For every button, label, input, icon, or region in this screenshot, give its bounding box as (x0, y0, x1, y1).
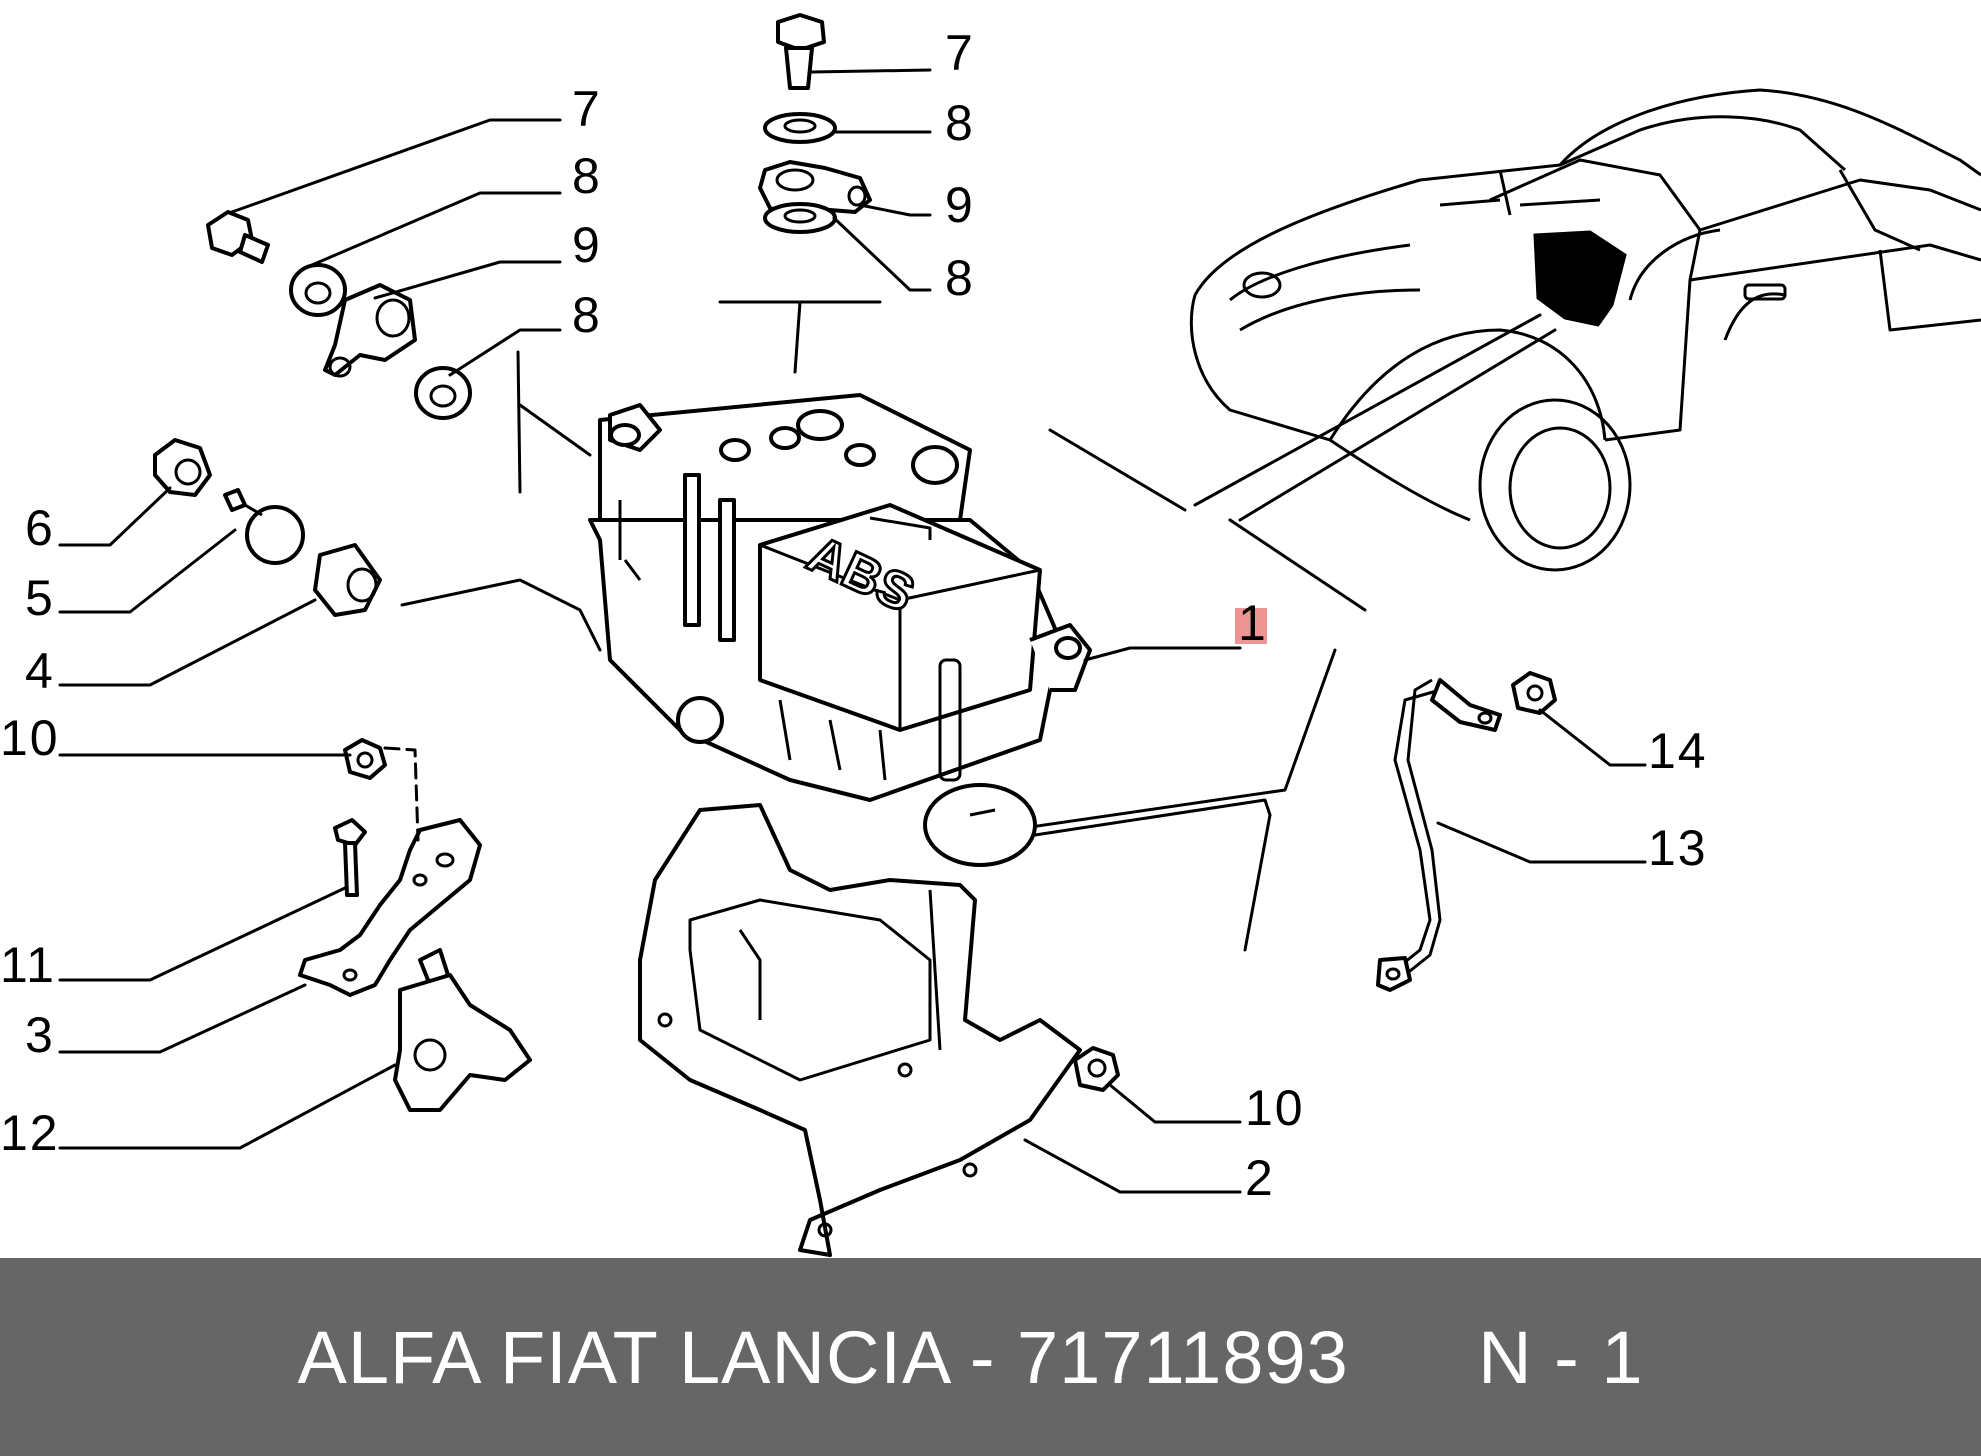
bolt-7-top (776, 13, 826, 90)
callout-5: 5 (25, 570, 55, 626)
nut-6 (153, 438, 212, 497)
callout-8-top: 8 (945, 95, 975, 151)
callout-10-left: 10 (0, 710, 60, 766)
nut-10-left (343, 738, 387, 780)
mounting-bracket (638, 803, 1082, 1257)
nut-10-right (1073, 1046, 1120, 1092)
callout-1: 1 (1238, 595, 1268, 651)
caption-part-number: 71711893 (1017, 1315, 1349, 1399)
guide-lines (516, 300, 1367, 952)
screw-11 (333, 818, 367, 897)
callout-9-top: 9 (945, 177, 975, 233)
parts-diagram: ABS (0, 13, 1981, 1257)
washer-8-lower-left (414, 366, 472, 420)
callout-8-lower-left: 8 (572, 287, 602, 343)
callout-3: 3 (25, 1007, 55, 1063)
part-1-highlight (1235, 608, 1267, 644)
washer-8-top-lower (763, 202, 837, 234)
nut-14 (1511, 671, 1557, 715)
grommet-4 (313, 543, 382, 617)
callout-13: 13 (1648, 820, 1708, 876)
caption-text: ALFA FIAT LANCIA - 71711893 N - 1 (298, 1315, 1644, 1400)
callout-8-upper-left: 8 (572, 148, 602, 204)
clip-3 (298, 818, 482, 997)
sensor-12 (393, 948, 532, 1112)
leader-lines (58, 68, 1647, 1194)
plug-5 (223, 488, 305, 565)
callout-9-left: 9 (572, 217, 602, 273)
caption-brand: ALFA FIAT LANCIA (297, 1315, 949, 1399)
car-illustration (1189, 88, 1981, 572)
callout-12: 12 (0, 1105, 60, 1161)
caption-page: N - 1 (1478, 1315, 1644, 1399)
banjo-9-left (323, 283, 417, 378)
callout-7-left: 7 (572, 81, 602, 137)
callout-2: 2 (1245, 1150, 1275, 1206)
callout-14: 14 (1648, 723, 1708, 779)
washer-8-upper-left (289, 263, 347, 317)
callout-11: 11 (0, 937, 56, 993)
callout-6: 6 (25, 500, 55, 556)
caption-separator: - (969, 1315, 996, 1399)
callout-10-right: 10 (1245, 1080, 1305, 1136)
abs-hydraulic-unit: ABS (588, 393, 1092, 867)
caption-bar: ALFA FIAT LANCIA - 71711893 N - 1 (0, 1258, 1981, 1456)
ground-cable-13 (1376, 678, 1502, 992)
washer-8-top (763, 112, 837, 144)
callout-4: 4 (25, 643, 55, 699)
callout-7-top: 7 (945, 25, 975, 81)
callout-8-top-lower: 8 (945, 250, 975, 306)
bolt-7-left (206, 210, 270, 264)
callout-labels: 7 8 9 8 7 8 9 8 6 5 4 10 11 3 12 1 10 2 … (0, 25, 1708, 1206)
